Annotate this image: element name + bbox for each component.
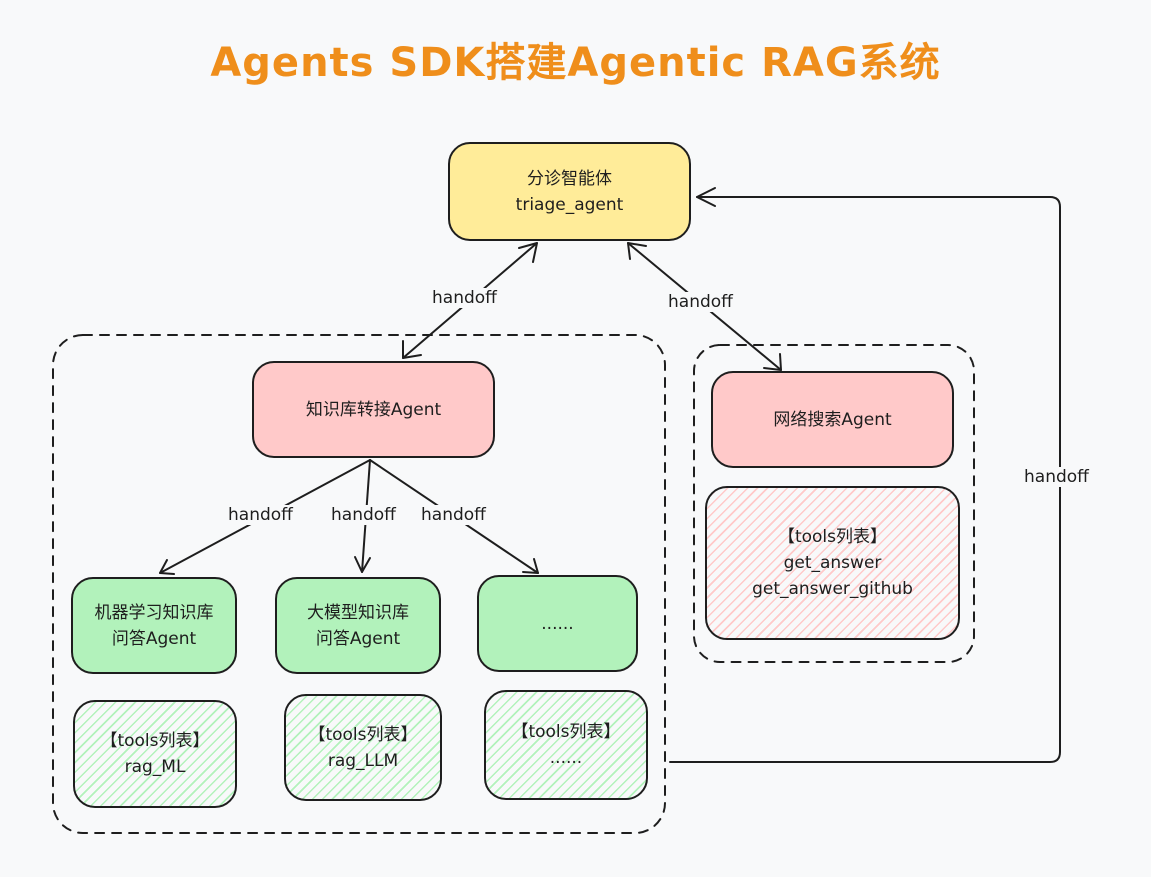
edge-label-triage-kb: handoff xyxy=(430,288,499,308)
arrowhead-to-kb-router xyxy=(402,340,422,359)
llm-qa-agent-line1: 大模型知识库 xyxy=(307,602,409,623)
web-tool-get-answer: get_answer xyxy=(783,553,882,573)
web-tools-header: 【tools列表】 xyxy=(777,527,888,547)
kb-router-agent-label: 知识库转接Agent xyxy=(305,399,442,420)
llm-tool-rag-llm: rag_LLM xyxy=(327,750,399,771)
ml-tool-rag-ml: rag_ML xyxy=(124,757,186,777)
llm-tools-node: 【tools列表】 rag_LLM xyxy=(284,694,442,801)
arrowhead-to-web-search xyxy=(763,353,782,371)
triage-agent-node: 分诊智能体 triage_agent xyxy=(448,142,691,241)
ml-qa-agent-line2: 问答Agent xyxy=(111,628,197,649)
more-tools-node: 【tools列表】 ...... xyxy=(484,690,648,800)
ml-qa-agent-line1: 机器学习知识库 xyxy=(94,602,214,623)
diagram-title: Agents SDK搭建Agentic RAG系统 xyxy=(210,40,941,86)
kb-group-frame xyxy=(52,334,666,834)
web-tool-get-answer-github: get_answer_github xyxy=(752,579,913,599)
arrowhead-expert2 xyxy=(354,556,371,573)
arrowhead-to-triage-left xyxy=(518,242,538,263)
triage-agent-id: triage_agent xyxy=(515,194,624,215)
arrowhead-expert3 xyxy=(522,558,539,574)
edge-label-kb-expert3: handoff xyxy=(419,505,488,525)
arrowhead-return-to-triage xyxy=(696,187,716,207)
more-tools-header: 【tools列表】 xyxy=(511,722,621,742)
ml-tools-header: 【tools列表】 xyxy=(100,731,210,751)
edge-label-triage-web: handoff xyxy=(666,292,735,312)
arrowhead-to-triage-right xyxy=(627,242,647,260)
web-group-frame xyxy=(693,344,975,663)
llm-tools-header: 【tools列表】 xyxy=(308,724,418,745)
web-search-agent-node: 网络搜索Agent xyxy=(711,371,954,468)
web-search-agent-label: 网络搜索Agent xyxy=(773,409,892,430)
llm-qa-agent-node: 大模型知识库 问答Agent xyxy=(275,577,441,674)
triage-agent-name: 分诊智能体 xyxy=(527,168,612,189)
edge-label-kb-expert1: handoff xyxy=(226,505,295,525)
return-connector xyxy=(669,196,1061,763)
ml-qa-agent-node: 机器学习知识库 问答Agent xyxy=(71,577,237,674)
llm-qa-agent-line2: 问答Agent xyxy=(315,628,401,649)
ml-tools-node: 【tools列表】 rag_ML xyxy=(73,700,237,808)
kb-router-agent-node: 知识库转接Agent xyxy=(252,361,495,458)
web-search-tools-node: 【tools列表】 get_answer get_answer_github xyxy=(705,486,960,640)
more-qa-agent-line1: ...... xyxy=(541,613,574,634)
more-qa-agent-node: ...... xyxy=(477,575,638,672)
edge-label-kb-expert2: handoff xyxy=(329,505,398,525)
edge-label-return: handoff xyxy=(1022,467,1091,487)
more-tools-items: ...... xyxy=(549,748,583,768)
arrowhead-expert1 xyxy=(159,559,175,575)
